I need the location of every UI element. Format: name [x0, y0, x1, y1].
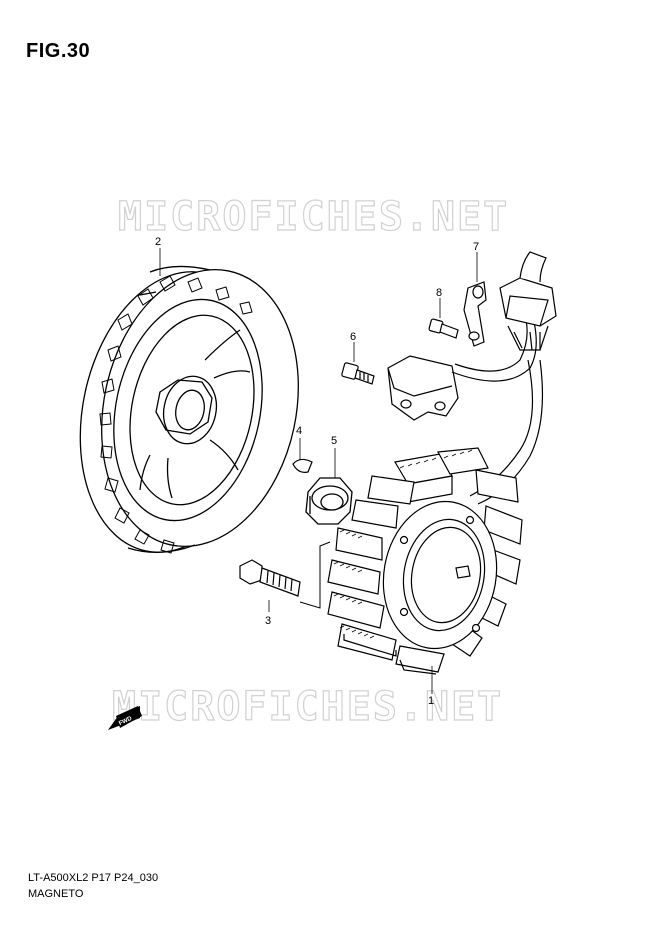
fwd-arrow-icon: FWD — [108, 706, 142, 730]
key-part[interactable] — [292, 458, 313, 473]
bolt-part[interactable] — [239, 559, 301, 597]
callout-7: 7 — [473, 241, 479, 253]
stator-part[interactable] — [327, 447, 523, 675]
pickup-coil[interactable] — [387, 355, 459, 421]
callout-4: 4 — [296, 425, 302, 437]
callout-2: 2 — [155, 236, 161, 248]
watermark-top: MICROFICHES.NET — [117, 193, 510, 240]
nut-part[interactable] — [305, 477, 353, 525]
screw-8-part[interactable] — [428, 318, 459, 339]
callout-3: 3 — [265, 615, 271, 627]
diagram-code: LT-A500XL2 P17 P24_030 — [28, 872, 159, 884]
screw-6-part[interactable] — [341, 362, 375, 385]
callout-1: 1 — [428, 695, 434, 707]
figure-title: FIG.30 — [26, 40, 91, 62]
clamp-part[interactable] — [463, 281, 487, 347]
wire-harness — [451, 251, 557, 505]
watermark-bottom: MICROFICHES.NET — [111, 683, 504, 730]
callout-8: 8 — [436, 287, 442, 299]
diagram-name: MAGNETO — [28, 888, 84, 900]
bolt-bracket — [299, 541, 331, 609]
fwd-arrow-label: FWD — [118, 716, 134, 727]
rotor-part[interactable] — [55, 251, 323, 570]
callout-5: 5 — [331, 435, 337, 447]
callout-lines — [159, 248, 478, 694]
callout-6: 6 — [350, 331, 356, 343]
